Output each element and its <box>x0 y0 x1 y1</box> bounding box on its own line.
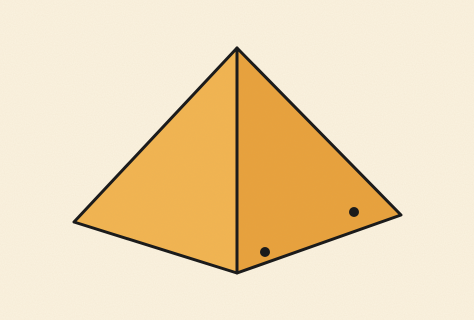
point-dot-lower <box>260 247 270 257</box>
point-dot-right <box>349 207 359 217</box>
